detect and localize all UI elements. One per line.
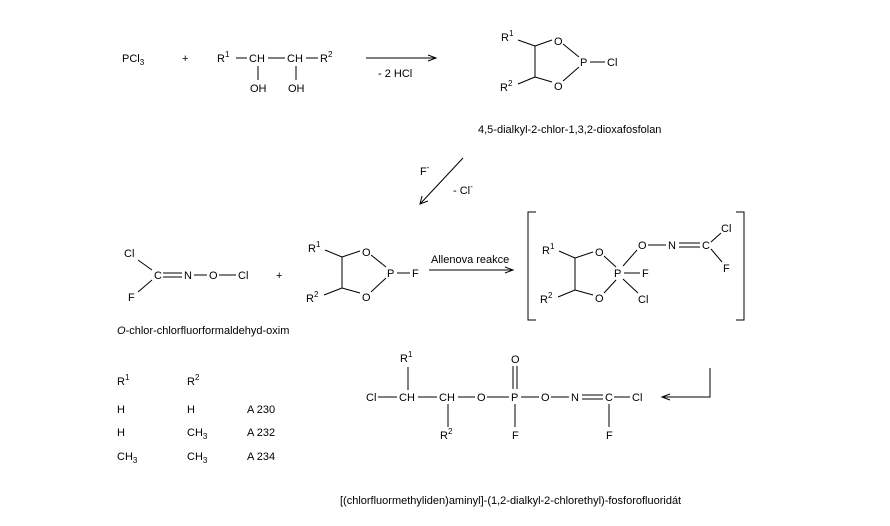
svg-text:F-: F- bbox=[420, 163, 430, 178]
arrow-step2: F- - Cl- bbox=[419, 157, 473, 205]
svg-text:O: O bbox=[477, 392, 486, 404]
svg-text:P: P bbox=[511, 392, 518, 404]
svg-text:CH: CH bbox=[249, 53, 265, 65]
svg-text:CH: CH bbox=[439, 392, 455, 404]
table-row: H CH3 A 232 bbox=[117, 427, 275, 441]
svg-text:H: H bbox=[117, 427, 125, 439]
svg-text:OH: OH bbox=[288, 83, 305, 95]
svg-text:PCl3: PCl3 bbox=[122, 53, 145, 67]
svg-text:R1: R1 bbox=[308, 240, 321, 255]
substituent-table: R1 R2 H H A 230 H CH3 A 232 CH3 CH3 A 23… bbox=[117, 373, 275, 465]
product1-name: 4,5-dialkyl-2-chlor-1,3,2-dioxafosfolan bbox=[478, 124, 661, 136]
svg-text:A 232: A 232 bbox=[247, 427, 275, 439]
oxime-name: O-chlor-chlorfluorformaldehyd-oxim bbox=[117, 325, 289, 337]
svg-text:Cl: Cl bbox=[721, 223, 731, 235]
diol: R1 CH CH R2 OH OH bbox=[217, 50, 333, 95]
svg-text:- 2 HCl: - 2 HCl bbox=[378, 68, 412, 80]
table-header-r1: R1 bbox=[117, 373, 130, 388]
chlorfluorformaldehyd-oxime: Cl F C N O Cl bbox=[124, 248, 248, 304]
svg-text:A 234: A 234 bbox=[247, 451, 275, 463]
svg-text:O: O bbox=[554, 81, 563, 93]
table-row: H H A 230 bbox=[117, 404, 275, 416]
pcl3: PCl3 bbox=[122, 53, 145, 67]
svg-text:P: P bbox=[387, 268, 394, 280]
svg-text:O: O bbox=[541, 392, 550, 404]
plus-sign-1: + bbox=[182, 53, 188, 65]
arrow-step3: Allenova reakce bbox=[429, 254, 515, 274]
svg-text:C: C bbox=[702, 240, 710, 252]
svg-text:H: H bbox=[117, 404, 125, 416]
svg-text:O: O bbox=[511, 354, 520, 366]
svg-text:OH: OH bbox=[250, 83, 267, 95]
intermediate-bracket bbox=[527, 211, 745, 321]
svg-text:Cl: Cl bbox=[124, 248, 134, 260]
table-header-r2: R2 bbox=[187, 373, 200, 388]
svg-text:CH3: CH3 bbox=[187, 451, 208, 465]
svg-text:F: F bbox=[642, 268, 649, 280]
svg-text:P: P bbox=[580, 57, 587, 69]
svg-text:O: O bbox=[554, 36, 563, 48]
svg-text:R1: R1 bbox=[400, 350, 413, 365]
svg-text:O: O bbox=[638, 240, 647, 252]
svg-text:N: N bbox=[668, 240, 676, 252]
svg-text:A 230: A 230 bbox=[247, 404, 275, 416]
svg-text:Cl: Cl bbox=[366, 392, 376, 404]
svg-text:Cl: Cl bbox=[607, 57, 617, 69]
svg-text:O: O bbox=[595, 293, 604, 305]
svg-text:CH3: CH3 bbox=[117, 451, 138, 465]
svg-text:O: O bbox=[595, 247, 604, 259]
svg-text:Cl: Cl bbox=[238, 270, 248, 282]
svg-text:F: F bbox=[412, 268, 419, 280]
svg-text:F: F bbox=[512, 430, 519, 442]
final-product: Cl CH CH O P O N C Cl R1 R2 O F F bbox=[366, 350, 642, 442]
svg-text:H: H bbox=[187, 404, 195, 416]
svg-text:N: N bbox=[184, 270, 192, 282]
svg-text:CH3: CH3 bbox=[187, 427, 208, 441]
svg-text:O: O bbox=[362, 247, 371, 259]
svg-text:P: P bbox=[614, 268, 621, 280]
svg-text:Cl: Cl bbox=[632, 392, 642, 404]
svg-text:F: F bbox=[606, 430, 613, 442]
svg-text:R2: R2 bbox=[500, 79, 513, 94]
dioxaphospholane-chloride: R1 R2 O O P Cl bbox=[500, 29, 617, 94]
svg-text:R1: R1 bbox=[501, 29, 514, 44]
svg-text:C: C bbox=[154, 270, 162, 282]
svg-text:F: F bbox=[128, 292, 135, 304]
svg-text:R2: R2 bbox=[306, 290, 319, 305]
svg-text:O: O bbox=[362, 292, 371, 304]
plus-sign-2: + bbox=[276, 270, 282, 282]
arrow-step4 bbox=[660, 368, 711, 401]
phosphorane-intermediate: R1 R2 O O P F Cl O N C Cl F bbox=[540, 223, 731, 306]
svg-text:R1: R1 bbox=[217, 50, 230, 65]
svg-text:N: N bbox=[571, 392, 579, 404]
svg-text:CH: CH bbox=[287, 53, 303, 65]
svg-text:CH: CH bbox=[399, 392, 415, 404]
table-row: CH3 CH3 A 234 bbox=[117, 451, 275, 465]
svg-text:R1: R1 bbox=[542, 242, 555, 257]
svg-text:F: F bbox=[723, 263, 730, 275]
svg-text:O: O bbox=[209, 270, 218, 282]
svg-text:Allenova reakce: Allenova reakce bbox=[431, 254, 509, 266]
final-product-name: [(chlorfluormethyliden)aminyl]-(1,2-dial… bbox=[340, 495, 681, 507]
svg-text:R2: R2 bbox=[320, 50, 333, 65]
svg-text:C: C bbox=[605, 392, 613, 404]
svg-text:- Cl-: - Cl- bbox=[453, 182, 473, 197]
svg-text:R2: R2 bbox=[540, 291, 553, 306]
arrow-step1: - 2 HCl bbox=[366, 54, 438, 80]
svg-text:Cl: Cl bbox=[638, 294, 648, 306]
dioxaphospholane-fluoride: R1 R2 O O P F bbox=[306, 240, 419, 305]
svg-text:R2: R2 bbox=[440, 427, 453, 442]
